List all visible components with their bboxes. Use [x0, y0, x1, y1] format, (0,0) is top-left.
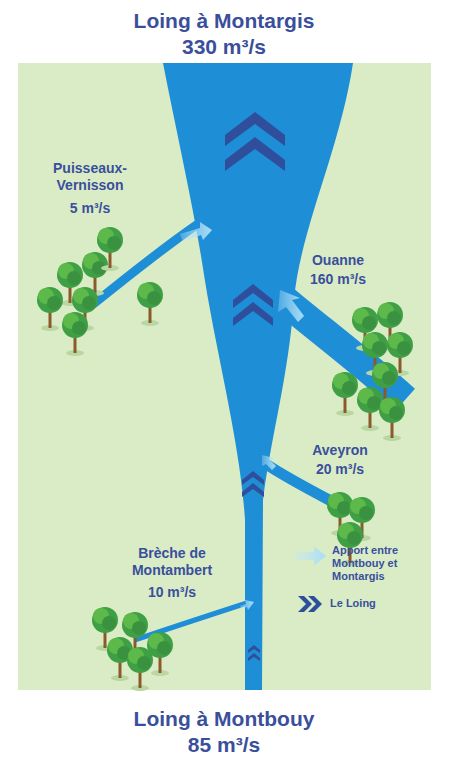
flow-value: 85 m³/s	[124, 732, 324, 757]
flow-value: 10 m³/s	[117, 584, 227, 601]
legend-text: Apport entre Montbouy et Montargis	[332, 544, 432, 584]
tributary-name: Aveyron	[290, 442, 390, 459]
station-name: Loing à Montbouy	[74, 706, 374, 731]
flow-chevrons	[225, 112, 285, 661]
trees	[37, 227, 413, 691]
land-ground	[18, 63, 431, 690]
legend-loing-sample	[298, 596, 322, 612]
flow-value: 5 m³/s	[40, 200, 140, 217]
tributary-name: Ouanne	[288, 252, 388, 269]
flow-value: 160 m³/s	[288, 271, 388, 288]
flow-value: 330 m³/s	[124, 34, 324, 59]
tributary-name: Brèche de Montambert	[117, 545, 227, 579]
legend-text: Le Loing	[330, 597, 430, 610]
station-name: Loing à Montargis	[74, 8, 374, 33]
flow-value: 20 m³/s	[290, 461, 390, 478]
tributary-name: Puisseaux-Vernisson	[40, 160, 140, 194]
legend-inflow-sample	[296, 546, 326, 566]
